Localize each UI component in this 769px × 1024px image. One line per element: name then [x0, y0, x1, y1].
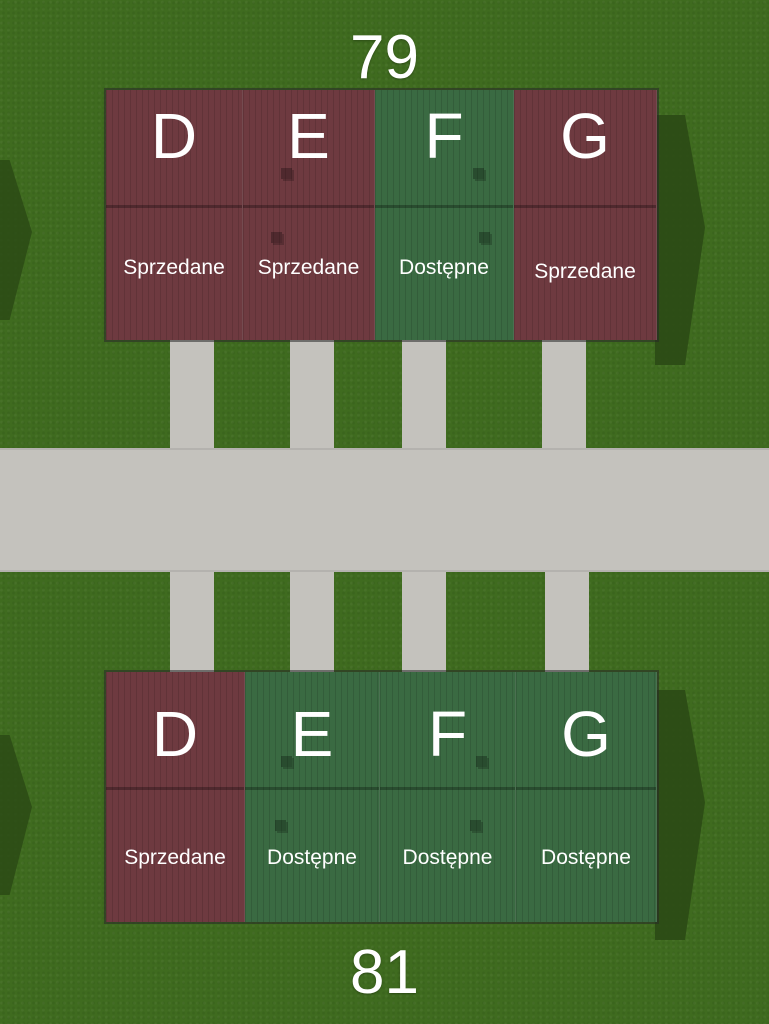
driveway — [290, 572, 334, 672]
unit-letter: F — [424, 100, 464, 172]
chimney — [271, 232, 282, 243]
unit-status: Dostępne — [541, 846, 631, 869]
chimney — [473, 168, 484, 179]
unit-79-g[interactable]: G Sprzedane — [514, 90, 657, 340]
unit-81-d[interactable]: D Sprzedane — [106, 672, 245, 922]
unit-letter: D — [150, 100, 198, 172]
chimney — [476, 756, 487, 767]
chimney — [479, 232, 490, 243]
unit-status: Dostępne — [267, 846, 357, 869]
unit-status: Sprzedane — [534, 260, 636, 283]
unit-letter: G — [560, 100, 610, 172]
unit-79-f[interactable]: F Dostępne — [375, 90, 514, 340]
building-79: D Sprzedane E Sprzedane F Dostępne G Spr… — [106, 90, 657, 340]
neighbor-shadow — [0, 160, 32, 320]
chimney — [281, 168, 292, 179]
unit-status: Sprzedane — [123, 256, 225, 279]
chimney — [275, 820, 286, 831]
road — [0, 448, 769, 572]
driveway — [290, 338, 334, 448]
driveway — [402, 338, 446, 448]
unit-letter: E — [287, 100, 330, 172]
building-shadow — [655, 115, 705, 365]
chimney — [470, 820, 481, 831]
unit-79-d[interactable]: D Sprzedane — [106, 90, 243, 340]
driveway — [542, 338, 586, 448]
unit-letter: D — [151, 698, 199, 770]
unit-81-e[interactable]: E Dostępne — [245, 672, 380, 922]
unit-letter: F — [427, 698, 468, 770]
building-81: D Sprzedane E Dostępne F Dostępne G Dost… — [106, 672, 657, 922]
unit-81-f[interactable]: F Dostępne — [380, 672, 516, 922]
building-shadow — [655, 690, 705, 940]
unit-letter: G — [561, 698, 611, 770]
unit-79-e[interactable]: E Sprzedane — [243, 90, 375, 340]
neighbor-shadow — [0, 735, 32, 895]
building-number: 81 — [350, 938, 419, 1007]
driveway — [402, 572, 446, 672]
unit-status: Sprzedane — [257, 256, 360, 279]
unit-status: Dostępne — [399, 256, 489, 279]
building-number: 79 — [350, 23, 419, 92]
unit-81-g[interactable]: G Dostępne — [516, 672, 657, 922]
chimney — [281, 756, 292, 767]
driveway — [545, 572, 589, 672]
unit-status: Sprzedane — [124, 846, 226, 869]
driveway — [170, 572, 214, 672]
unit-status: Dostępne — [402, 846, 493, 869]
unit-letter: E — [290, 698, 334, 770]
driveway — [170, 338, 214, 448]
